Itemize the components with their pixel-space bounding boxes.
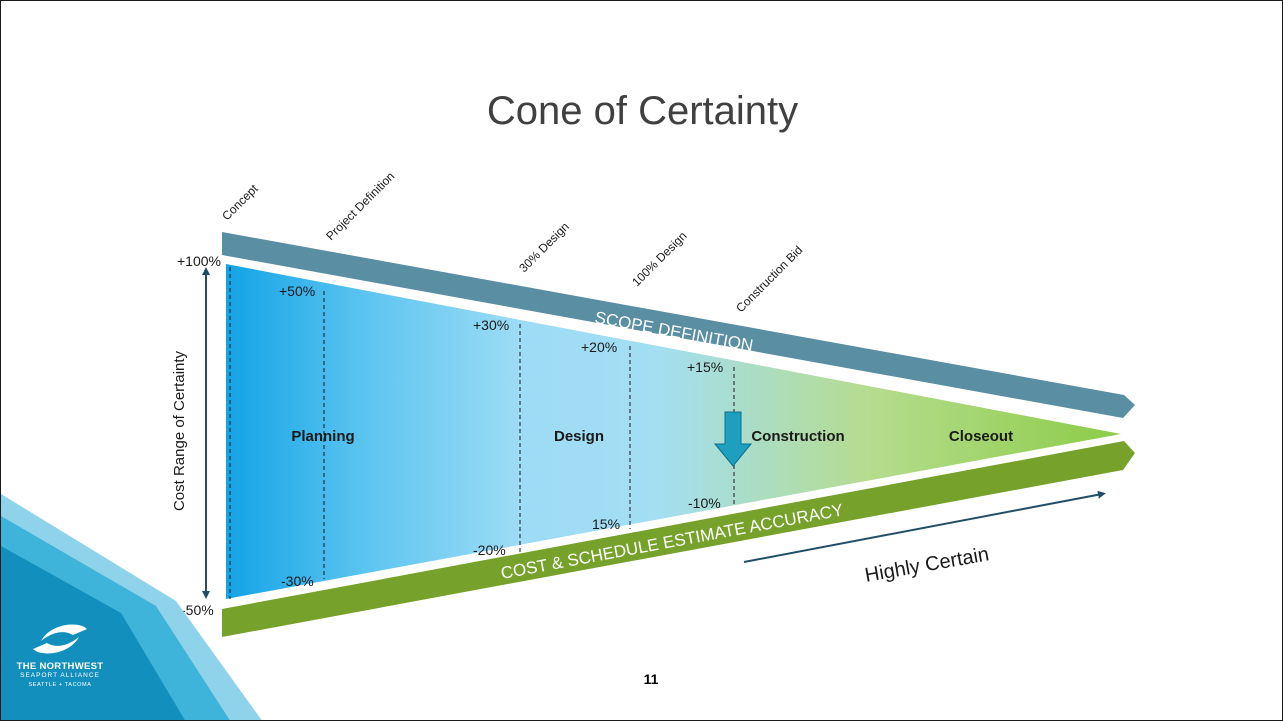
logo-corner-decoration [1,494,262,720]
phase-label-planning: Planning [291,428,354,445]
trend-label: Highly Certain [863,543,991,586]
milestone-label-100-design: 100% Design [629,229,689,289]
milestone-label-project-definition: Project Definition [323,169,397,243]
upper-label-plus-50: +50% [279,283,315,299]
lower-label-minus-30: -30% [281,573,314,589]
scope-definition-band [222,232,1135,418]
down-arrow-icon [713,411,753,467]
logo-text: THE NORTHWEST SEAPORT ALLIANCE SEATTLE +… [1,661,119,690]
estimate-accuracy-band [222,441,1135,637]
phase-label-construction: Construction [751,428,844,445]
page-number: 11 [643,671,659,687]
logo-line-1: THE NORTHWEST [16,661,104,672]
alliance-logo-icon [33,624,87,654]
lower-label-minus-10: -10% [688,495,721,511]
lower-label-minus-20: -20% [473,542,506,558]
phase-label-design: Design [554,428,604,445]
certainty-cone [226,264,1121,599]
trend-arrow [743,490,1106,563]
lower-label-15: 15% [592,516,620,532]
upper-label-plus-100: +100% [177,253,221,269]
upper-label-plus-30: +30% [473,317,509,333]
slide-title: Cone of Certainty [486,89,799,133]
upper-label-plus-20: +20% [581,339,617,355]
logo-line-2: SEAPORT ALLIANCE [20,672,100,679]
logo-line-3: SEATTLE + TACOMA [28,682,92,688]
milestone-label-construction-bid: Construction Bid [733,243,805,315]
milestone-label-30-design: 30% Design [516,219,572,275]
y-axis-label: Cost Range of Certainty [171,350,188,511]
lower-label-minus-50: -50% [181,602,214,618]
upper-label-plus-15: +15% [687,359,723,375]
phase-label-closeout: Closeout [949,428,1013,445]
